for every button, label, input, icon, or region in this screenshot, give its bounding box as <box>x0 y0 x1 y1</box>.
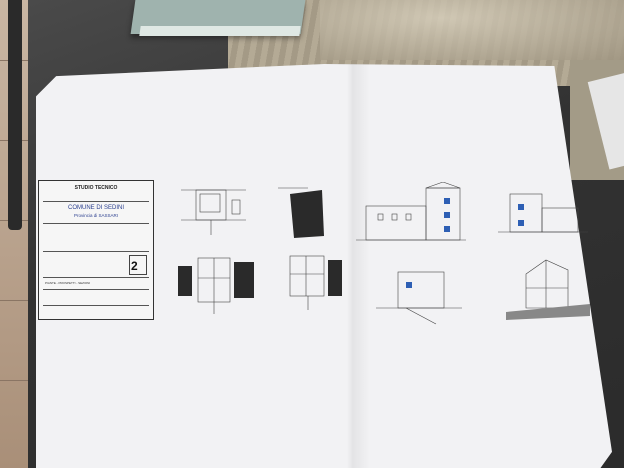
tavola-box <box>129 255 147 275</box>
side-elevation <box>498 193 588 233</box>
comune-name: COMUNE DI SEDINI <box>67 205 124 211</box>
placemat-highlight <box>320 0 624 60</box>
section-hatched <box>278 187 324 238</box>
title-block: STUDIO TECNICO COMUNE DI SEDINI Provinci… <box>38 180 154 320</box>
ground-floor-plan <box>178 257 254 314</box>
tavola-number: 2 <box>131 259 138 273</box>
cross-section <box>506 259 590 320</box>
chair-back <box>8 0 22 230</box>
front-elevation <box>356 182 466 241</box>
provincia-name: Provincia di SASSARI <box>73 213 119 218</box>
floor-plan-top-left <box>181 189 246 235</box>
elaborato-text: PIANTE - PROSPETTI - SEZIONI <box>45 281 91 285</box>
book-pages <box>139 26 301 36</box>
studio-name: STUDIO TECNICO <box>74 185 118 191</box>
first-floor-plan <box>289 255 342 310</box>
rear-elevation <box>376 271 462 325</box>
